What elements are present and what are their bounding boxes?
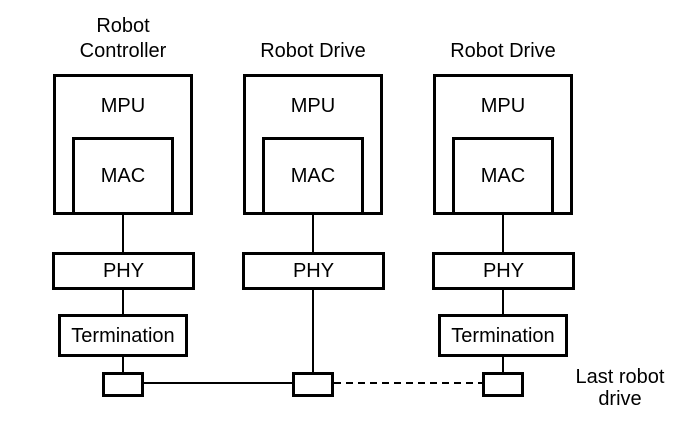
drive1-mac-label: MAC bbox=[290, 165, 336, 187]
drive2-termination-bus-connector bbox=[502, 357, 504, 372]
drive2-mac-box: MAC bbox=[452, 137, 554, 215]
drive2-phy-label: PHY bbox=[482, 260, 525, 282]
controller-bus-node-box bbox=[102, 372, 144, 397]
drive1-phy-label: PHY bbox=[292, 260, 335, 282]
drive1-mpu-label: MPU bbox=[290, 94, 336, 117]
bus-segment-solid bbox=[144, 382, 292, 384]
robot-controller-title: Robot Controller bbox=[79, 15, 167, 62]
controller-mpu-phy-connector bbox=[122, 215, 124, 252]
drive1-phy-bus-connector bbox=[312, 290, 314, 372]
drive2-mac-label: MAC bbox=[480, 165, 526, 187]
drive2-termination-box: Termination bbox=[438, 314, 568, 357]
drive2-bus-node-box bbox=[482, 372, 524, 397]
robot-drive-2-title: Robot Drive bbox=[450, 40, 556, 62]
drive2-phy-termination-connector bbox=[502, 290, 504, 314]
controller-mac-label: MAC bbox=[100, 165, 146, 187]
drive1-bus-node-box bbox=[292, 372, 334, 397]
drive2-mpu-label: MPU bbox=[480, 94, 526, 117]
controller-termination-label: Termination bbox=[71, 324, 175, 347]
robot-drive-1-title: Robot Drive bbox=[260, 40, 366, 62]
drive2-mpu-phy-connector bbox=[502, 215, 504, 252]
controller-termination-bus-connector bbox=[122, 357, 124, 372]
controller-phy-termination-connector bbox=[122, 290, 124, 314]
controller-mpu-label: MPU bbox=[100, 94, 146, 117]
controller-phy-box: PHY bbox=[52, 252, 195, 290]
drive1-mac-box: MAC bbox=[262, 137, 364, 215]
drive2-termination-label: Termination bbox=[451, 324, 555, 347]
controller-phy-label: PHY bbox=[102, 260, 145, 282]
controller-mac-box: MAC bbox=[72, 137, 174, 215]
drive2-phy-box: PHY bbox=[432, 252, 575, 290]
bus-segment-dashed bbox=[334, 382, 482, 384]
drive1-phy-box: PHY bbox=[242, 252, 385, 290]
last-robot-drive-label: Last robot drive bbox=[575, 366, 665, 410]
drive1-mpu-phy-connector bbox=[312, 215, 314, 252]
controller-termination-box: Termination bbox=[58, 314, 188, 357]
